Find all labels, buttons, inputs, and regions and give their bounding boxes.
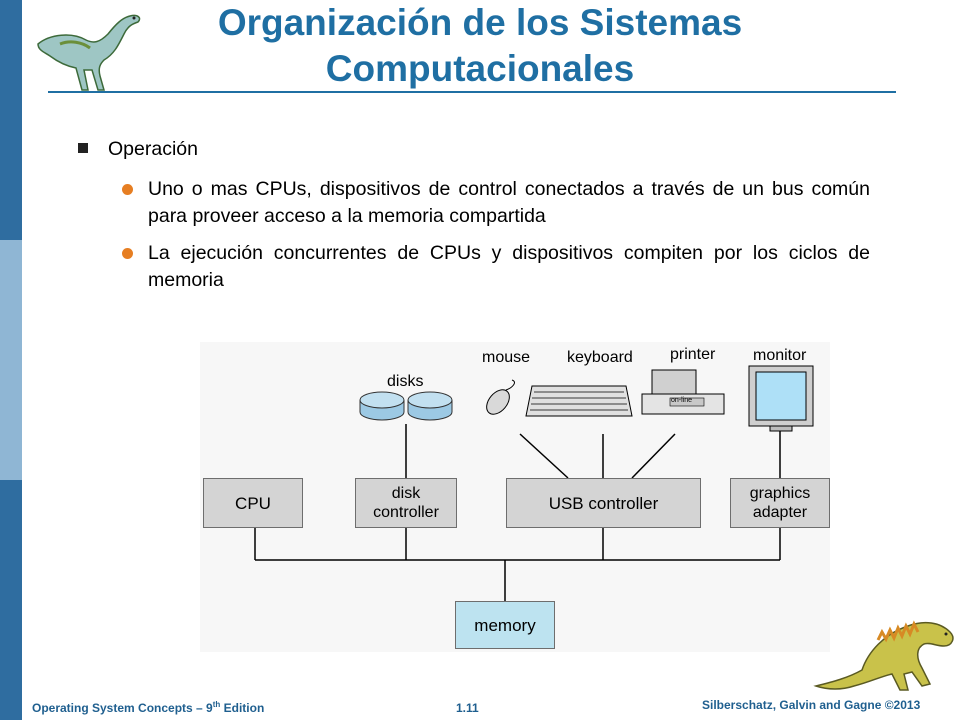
usb-controller-label: USB controller [548,493,659,513]
disk-controller-label-line2: controller [373,504,439,521]
graphics-adapter-label-line1: graphics [749,485,811,502]
footer-book-title: Operating System Concepts – 9th Edition [32,700,264,715]
mouse-label: mouse [482,349,531,366]
footer-page-number: 1.11 [456,701,479,715]
cpu-box: CPU [203,478,303,528]
disk-controller-label-line1: disk [391,485,421,502]
system-diagram: disks mouse keyboard printer on-line mon… [200,342,830,652]
sidebar-band [0,0,22,720]
round-bullet-icon [122,248,133,259]
title-line-1: Organización de los Sistemas [217,2,743,43]
footer-book-text: Operating System Concepts – 9 [32,701,213,715]
graphics-adapter-label-line2: adapter [752,504,808,521]
footer-authors: Silberschatz, Galvin and Gagne ©2013 [702,698,921,712]
footer-edition-suffix: Edition [220,701,265,715]
monitor-label: monitor [753,347,807,364]
graphics-adapter-box: graphics adapter [730,478,830,528]
round-bullet-icon [122,184,133,195]
dinosaur-logo-bottom [813,620,954,691]
footer-edition-sup: th [212,700,221,709]
memory-label: memory [474,615,536,635]
sub-bullet-1-text: Uno o mas CPUs, dispositivos de control … [148,178,870,227]
memory-box: memory [455,601,555,649]
title-line-2: Computacionales [325,48,635,89]
sub-bullet-2: La ejecución concurrentes de CPUs y disp… [118,240,870,294]
disks-icon [359,391,453,421]
keyboard-icon [525,385,633,417]
square-bullet-icon [78,143,88,153]
printer-icon [641,369,725,415]
disk-controller-box: disk controller [355,478,457,528]
bullet-heading-text: Operación [108,138,198,160]
printer-label: printer [670,346,716,363]
bullet-heading: Operación [78,136,878,162]
sub-bullet-1: Uno o mas CPUs, dispositivos de control … [118,176,870,230]
title-underline [48,91,896,93]
diagram-lines [200,342,830,652]
dinosaur-logo-top [37,14,141,91]
printer-panel-label: on-line [671,397,693,404]
keyboard-label: keyboard [567,349,633,366]
slide-title: Organización de los Sistemas Computacion… [150,0,810,92]
mouse-icon [486,379,515,415]
cpu-label: CPU [235,493,271,513]
sub-bullet-2-text: La ejecución concurrentes de CPUs y disp… [148,242,870,291]
bullet-list: Operación Uno o mas CPUs, dispositivos d… [78,136,878,304]
disks-label: disks [387,373,424,390]
monitor-icon [748,365,814,432]
usb-controller-box: USB controller [506,478,701,528]
